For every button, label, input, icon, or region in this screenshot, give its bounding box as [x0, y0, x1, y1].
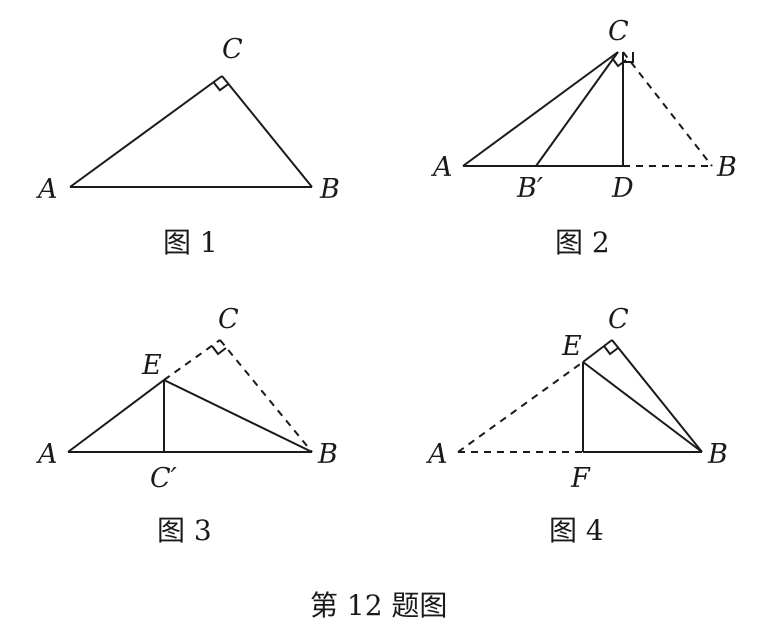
- caption-figure-1: 图 1: [163, 226, 218, 259]
- label-c: C: [608, 16, 629, 47]
- label-f: F: [570, 463, 591, 494]
- segment-ac: [69, 75, 223, 188]
- segment-ac: [462, 51, 619, 167]
- label-b: B: [707, 439, 728, 470]
- label-a: A: [35, 174, 58, 205]
- label-c: C: [608, 304, 629, 335]
- segment-cb: [221, 75, 313, 188]
- right-angle-mark-d: [623, 52, 634, 63]
- right-angle-mark: [211, 345, 227, 356]
- label-a: A: [425, 439, 448, 470]
- main-caption: 第 12 题图: [310, 589, 447, 622]
- figure-1: A B C 图 1: [35, 34, 340, 259]
- figure-3: A B C E C′ 图 3: [35, 304, 338, 547]
- segment-cb-prime: [535, 51, 619, 167]
- right-angle-mark: [603, 345, 619, 356]
- right-angle-mark: [212, 81, 229, 92]
- label-b: B: [716, 152, 737, 183]
- segment-cb: [611, 339, 703, 453]
- caption-figure-2: 图 2: [555, 226, 610, 259]
- label-a: A: [35, 439, 58, 470]
- label-c: C: [218, 304, 239, 335]
- segment-ec: [582, 339, 613, 363]
- label-b-prime: B′: [516, 173, 543, 204]
- segment-eb: [163, 379, 313, 453]
- segment-ae: [67, 379, 165, 453]
- segment-cb-dashed: [219, 339, 313, 453]
- label-e: E: [141, 350, 162, 381]
- segment-ae-dashed: [457, 361, 584, 453]
- label-a: A: [430, 152, 453, 183]
- label-d: D: [611, 173, 634, 204]
- segment-cb-dashed: [622, 51, 713, 167]
- label-b: B: [319, 174, 340, 205]
- segment-ec-dashed: [163, 339, 221, 381]
- label-e: E: [561, 331, 582, 362]
- caption-figure-3: 图 3: [157, 514, 212, 547]
- figure-2: A B C B′ D 图 2: [430, 16, 737, 259]
- figure-4: A B C E F 图 4: [425, 304, 728, 547]
- segment-eb: [582, 361, 703, 453]
- label-c: C: [222, 34, 243, 65]
- label-c-prime: C′: [150, 463, 177, 494]
- label-b: B: [317, 439, 338, 470]
- caption-figure-4: 图 4: [549, 514, 604, 547]
